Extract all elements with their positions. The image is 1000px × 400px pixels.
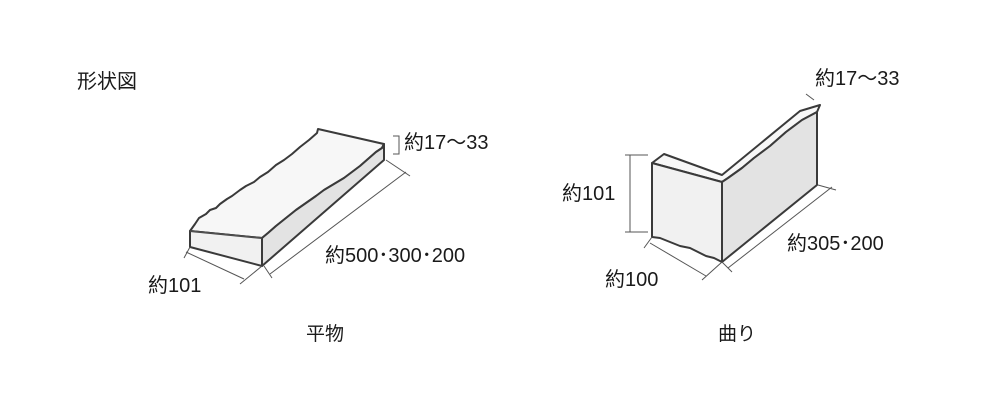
flat-tile — [189, 128, 385, 267]
flat-width-line — [185, 251, 245, 280]
flat-width-ext-b — [239, 265, 263, 285]
flat-width-label: 約101 — [148, 274, 201, 297]
corner-caption: 曲り — [718, 323, 756, 345]
flat-dimensions — [183, 135, 411, 285]
flat-thickness-bracket — [393, 135, 400, 155]
corner-tile — [651, 104, 821, 263]
corner-tile-side-face — [721, 111, 818, 263]
corner-height-label: 約101 — [562, 182, 615, 205]
flat-length-ext-b — [385, 159, 411, 177]
corner-short-ext-a — [643, 236, 653, 249]
flat-width-ext-a — [183, 246, 191, 259]
flat-tile-side-face — [261, 143, 385, 267]
corner-short-line — [649, 242, 707, 277]
corner-short-ext-b — [701, 261, 723, 281]
flat-length-ext-a — [263, 265, 273, 279]
page-title: 形状図 — [77, 70, 137, 93]
flat-length-line — [269, 171, 407, 275]
corner-thickness-label: 約17～33 — [815, 67, 900, 90]
flat-thickness-label: 約17～33 — [404, 131, 489, 154]
corner-length-ext-a — [721, 261, 733, 273]
corner-length-ext-b — [817, 184, 837, 191]
flat-length-label: 約500･300･200 — [325, 244, 465, 267]
flat-tile-front-face — [189, 230, 263, 267]
corner-length-line — [727, 186, 833, 269]
corner-length-label: 約305･200 — [787, 232, 884, 255]
corner-short-label: 約100 — [605, 268, 658, 291]
corner-dimensions — [625, 93, 837, 281]
flat-caption: 平物 — [306, 323, 344, 345]
corner-thickness-line — [805, 93, 815, 101]
flat-tile-edge — [189, 230, 263, 239]
